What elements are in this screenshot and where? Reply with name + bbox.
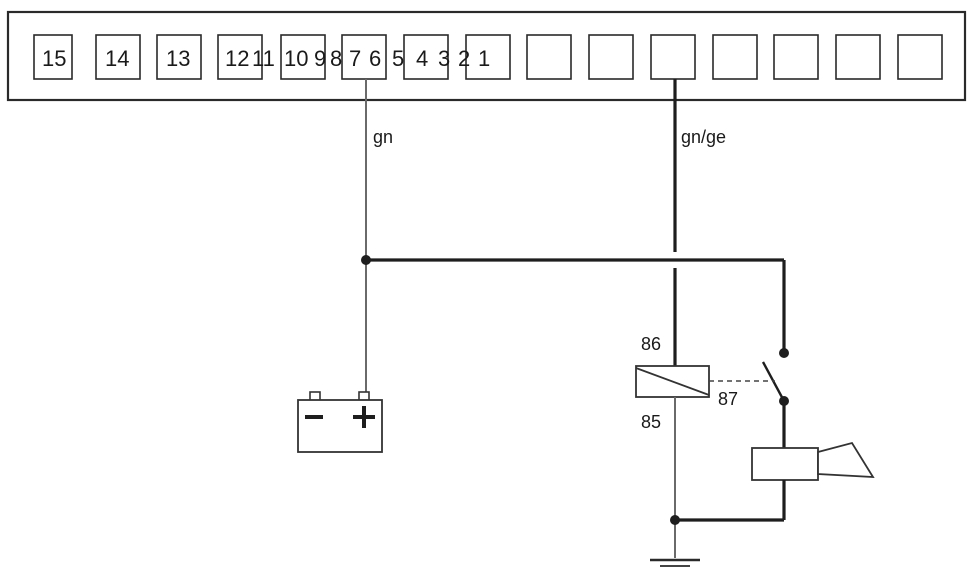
pin-label-14: 14 [105,46,129,71]
pin-label-5: 5 [392,46,404,71]
switch-upper-contact [779,348,789,358]
relay-terminal-85: 85 [641,412,661,432]
pin-box-14 [835,34,881,80]
pin-labels: 15 14 13 12 11 10 9 8 7 6 5 4 3 2 1 [42,46,490,71]
pin-label-6: 6 [369,46,381,71]
pin-label-10: 10 [284,46,308,71]
pin-label-7: 7 [349,46,361,71]
pin-label-4: 4 [416,46,428,71]
pin-box-13 [773,34,819,80]
pin-label-8: 8 [330,46,342,71]
pin-box-5 [280,34,326,80]
junction-dot-ground [670,515,680,525]
pin-box-10 [588,34,634,80]
relay-terminal-86: 86 [641,334,661,354]
pin-label-12: 12 [225,46,249,71]
wire-label-gn-ge: gn/ge [681,127,726,147]
pin-label-11: 11 [252,46,275,71]
pin-box-7 [403,34,449,80]
pin-box-11 [650,34,696,80]
pin-label-2: 2 [458,46,470,71]
horn-icon [817,441,875,478]
pin-box-6 [341,34,387,80]
pin-box-12 [712,34,758,80]
battery-icon [297,391,383,453]
pin-label-3: 3 [438,46,450,71]
horn-body [751,447,819,481]
pin-label-9: 9 [314,46,326,71]
relay-terminal-87: 87 [718,389,738,409]
pin-box-3 [156,34,202,80]
pin-label-1: 1 [478,46,490,71]
connector-pins [33,34,943,80]
relay-coil-diagonal [635,367,710,396]
pin-box-9 [526,34,572,80]
wire-label-gn: gn [373,127,393,147]
pin-label-15: 15 [42,46,66,71]
pin-box-1 [33,34,73,80]
ground-icon [650,558,700,567]
battery-minus-icon [305,415,323,419]
pin-box-2 [95,34,141,80]
pin-label-13: 13 [166,46,190,71]
pin-box-4 [217,34,263,80]
junction-dot-left [361,255,371,265]
pin-box-8 [465,34,511,80]
pin-box-15 [897,34,943,80]
